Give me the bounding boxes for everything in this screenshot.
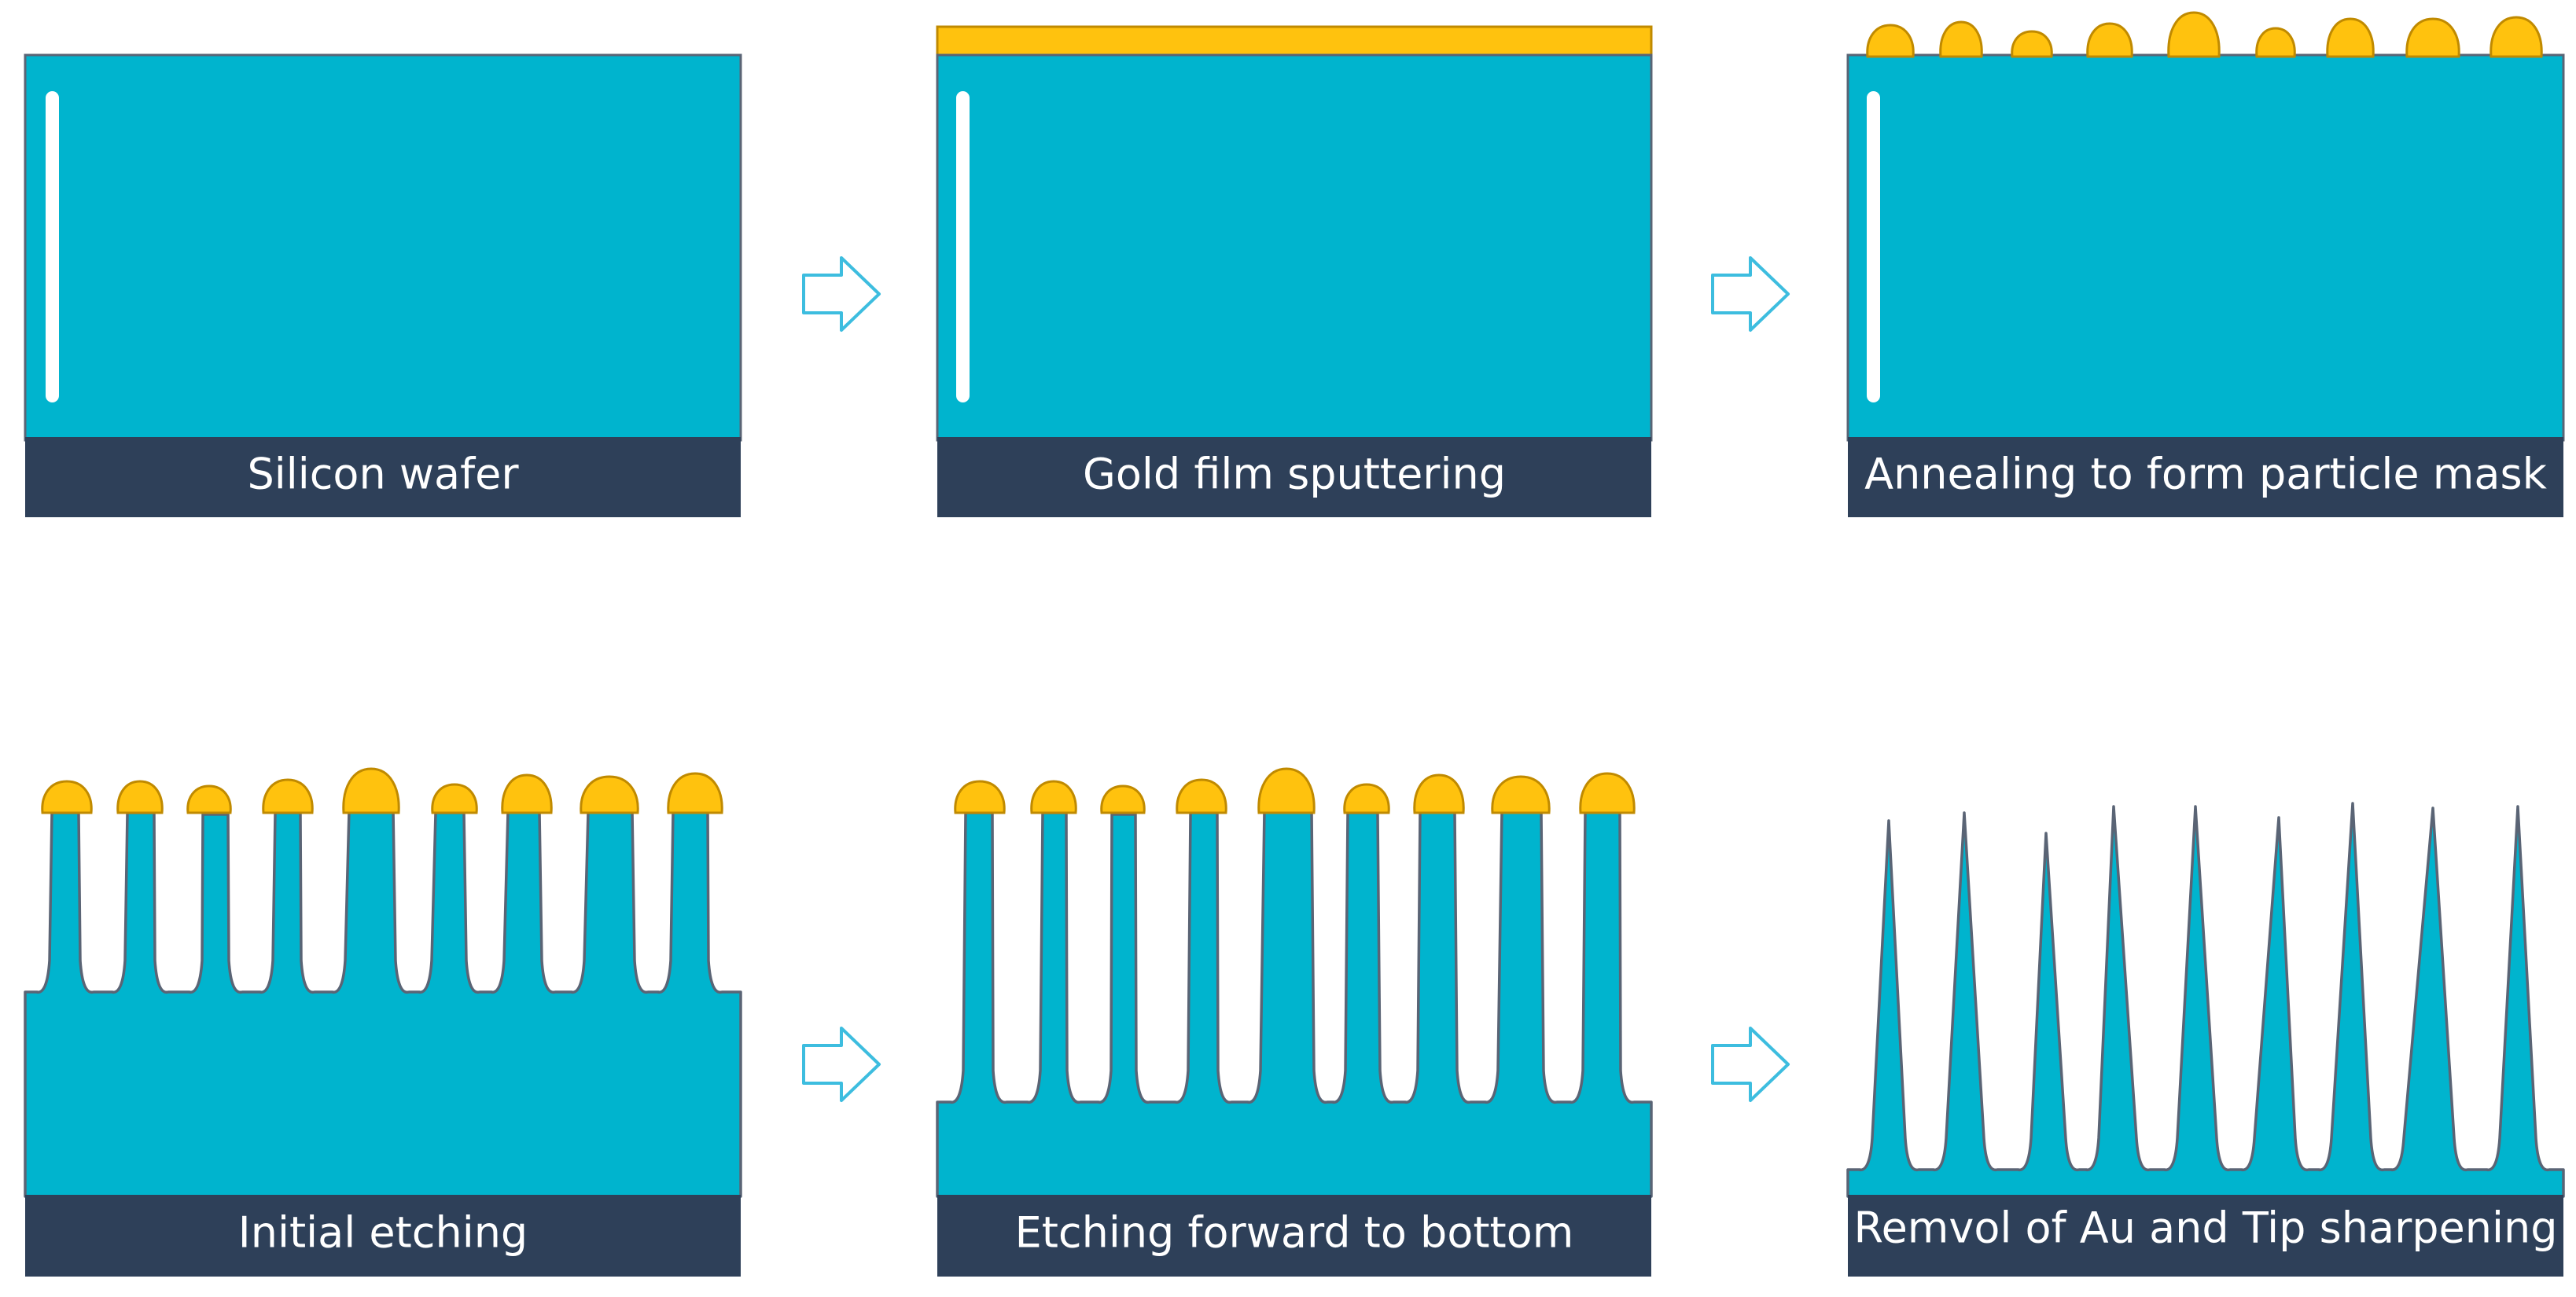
- silicon-pillars: [936, 808, 1653, 1198]
- step-label: Gold film sputtering: [1083, 450, 1506, 499]
- step-label: Annealing to form particle mask: [1864, 450, 2547, 499]
- gold-particle: [1100, 784, 1146, 814]
- gold-particle: [580, 775, 639, 814]
- gold-particle: [1413, 773, 1465, 814]
- gold-particle: [116, 780, 164, 814]
- label-bar: [937, 1195, 1651, 1277]
- gold-particle: [186, 784, 232, 814]
- label-bar: [937, 437, 1651, 517]
- gold-particle: [262, 778, 314, 814]
- silicon-wafer: [936, 53, 1653, 442]
- gold-particle: [2086, 22, 2133, 58]
- panel-gold-film-sputtering: Gold film sputtering: [936, 25, 1653, 517]
- panel-etching-forward: Etching forward to bottom: [936, 767, 1653, 1277]
- step-label: Initial etching: [238, 1208, 528, 1258]
- gold-particle: [501, 773, 553, 814]
- gold-particle: [667, 772, 723, 814]
- panel-initial-etching: Initial etching: [24, 767, 742, 1277]
- wafer-highlight: [1867, 91, 1880, 402]
- gold-particle: [2490, 16, 2543, 58]
- right-arrow-icon: [1711, 1027, 1790, 1102]
- step-label: Remvol of Au and Tip sharpening: [1853, 1203, 2557, 1253]
- gold-particle: [1257, 767, 1316, 814]
- gold-particle: [954, 780, 1006, 814]
- right-arrow-icon: [1711, 256, 1790, 332]
- gold-particle: [1491, 775, 1551, 814]
- gold-particle-caps: [954, 767, 1636, 814]
- wafer-highlight: [956, 91, 970, 402]
- right-arrow-icon: [802, 1027, 881, 1102]
- gold-particle: [41, 780, 93, 814]
- label-bar: [25, 437, 741, 517]
- gold-particle: [1030, 780, 1077, 814]
- label-bar: [1848, 437, 2563, 517]
- gold-particle: [2167, 11, 2221, 58]
- sharpened-silicon-tips: [1846, 802, 2565, 1198]
- right-arrow-icon: [802, 256, 881, 332]
- gold-particle: [1579, 772, 1636, 814]
- label-bar: [1848, 1195, 2563, 1277]
- panel-annealing: Annealing to form particle mask: [1846, 11, 2565, 517]
- gold-particle: [431, 783, 478, 814]
- gold-particle: [2405, 17, 2460, 58]
- panel-silicon-wafer: Silicon wafer: [24, 53, 742, 517]
- label-bar: [25, 1195, 741, 1277]
- step-label: Etching forward to bottom: [1015, 1208, 1574, 1258]
- gold-particle-mask: [1866, 11, 2543, 58]
- gold-particle: [1176, 778, 1227, 814]
- gold-particle: [1866, 24, 1915, 58]
- panel-tip-sharpening: Remvol of Au and Tip sharpening: [1846, 802, 2565, 1277]
- gold-particle: [2011, 30, 2053, 58]
- gold-particle: [1939, 20, 1983, 58]
- wafer-highlight: [46, 91, 59, 402]
- gold-particle: [2255, 27, 2296, 58]
- step-label: Silicon wafer: [247, 450, 519, 499]
- silicon-wafer: [24, 53, 742, 442]
- gold-particle: [2326, 17, 2375, 58]
- gold-particle: [1343, 783, 1390, 814]
- gold-particle-caps: [41, 767, 723, 814]
- gold-particle: [342, 767, 400, 814]
- silicon-wafer: [1846, 53, 2565, 442]
- gold-film: [936, 25, 1653, 58]
- silicon-pillars: [24, 808, 742, 1198]
